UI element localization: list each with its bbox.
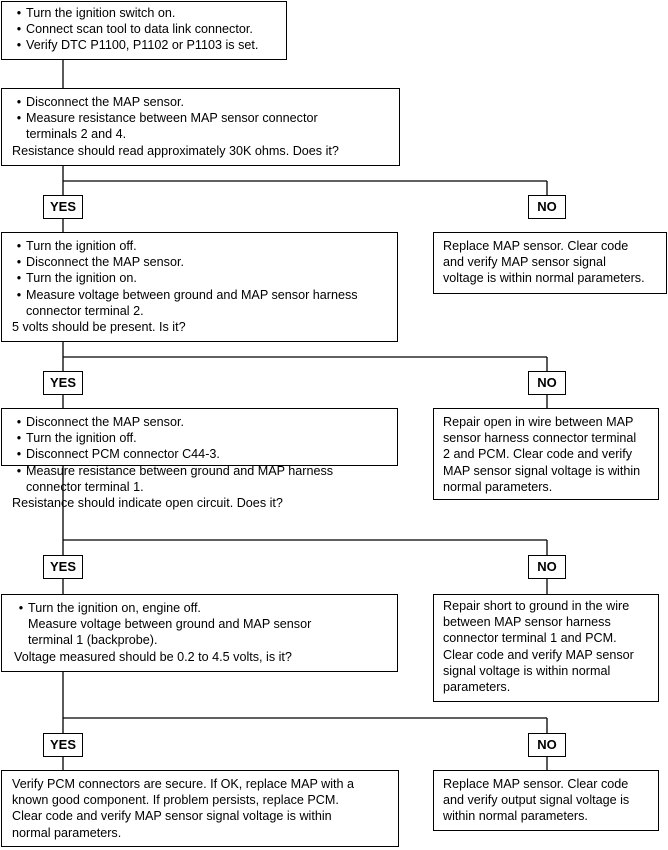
step6-yes-box: Verify PCM connectors are secure. If OK,… [1,770,399,847]
step5-no-line: Repair short to ground in the wire [443,599,630,613]
step4-line: Turn the ignition off. [12,430,397,446]
step4-no-line: MAP sensor signal voltage is within [443,463,641,478]
step4-line: Disconnect PCM connector C44-3. [12,446,397,462]
no-label-1: NO [528,195,566,219]
step3-line: connector terminal 2. [26,303,144,318]
yes-label-4: YES [43,733,83,757]
step5-no-line: connector terminal 1 and PCM. [443,631,617,646]
step3-no-line: and verify MAP sensor signal [443,255,606,270]
step6-yes-line: Verify PCM connectors are secure. If OK,… [12,777,355,791]
step1-box: Turn the ignition switch on.Connect scan… [1,1,287,60]
step4-line: connector terminal 1. [26,479,144,494]
step2-line: Measure resistance between MAP sensor co… [12,110,399,126]
step2-line: Disconnect the MAP sensor. [12,94,399,110]
step5-line: terminal 1 (backprobe). [28,633,158,648]
step6-no-line: Replace MAP sensor. Clear code [443,777,629,791]
step6-no-line: within normal parameters. [443,809,588,824]
step3-line: Disconnect the MAP sensor. [12,254,397,270]
no-label-2: NO [528,371,566,395]
step6-no-box: Replace MAP sensor. Clear code and verify… [433,770,659,831]
step2-box: Disconnect the MAP sensor.Measure resist… [1,88,400,166]
step4-line: Resistance should indicate open circuit.… [12,496,283,511]
step5-no-line: between MAP sensor harness [443,615,611,630]
step5-line: Measure voltage between ground and MAP s… [28,617,312,632]
step3-no-box: Replace MAP sensor. Clear code and verify… [433,232,667,294]
step2-line: Resistance should read approximately 30K… [12,143,339,158]
step1-line: Verify DTC P1100, P1102 or P1103 is set. [12,37,286,53]
step4-no-box: Repair open in wire between MAP sensor ha… [433,408,659,500]
step4-no-line: 2 and PCM. Clear code and verify [443,447,632,462]
yes-label-1: YES [43,195,83,219]
step5-box: Turn the ignition on, engine off.Measure… [1,594,398,672]
step6-yes-line: known good component. If problem persist… [12,793,339,808]
step1-line: Connect scan tool to data link connector… [12,21,286,37]
step5-line: Turn the ignition on, engine off. [14,600,397,616]
step3-line: Turn the ignition off. [12,238,397,254]
step5-no-line: parameters. [443,680,511,695]
step4-line: Disconnect the MAP sensor. [12,414,397,430]
step4-line: Measure resistance between ground and MA… [12,463,397,479]
step2-line: terminals 2 and 4. [26,127,127,142]
step4-no-line: sensor harness connector terminal [443,431,637,446]
step5-no-line: Clear code and verify MAP sensor [443,647,634,662]
step4-no-line: normal parameters. [443,479,553,494]
step6-yes-line: normal parameters. [12,825,122,840]
step5-line: Voltage measured should be 0.2 to 4.5 vo… [14,649,292,664]
step3-line: Measure voltage between ground and MAP s… [12,287,397,303]
step3-no-line: Replace MAP sensor. Clear code [443,239,629,253]
step5-no-box: Repair short to ground in the wire betwee… [433,594,659,702]
step3-box: Turn the ignition off.Disconnect the MAP… [1,232,398,342]
step3-no-line: voltage is within normal parameters. [443,271,645,286]
step3-line: Turn the ignition on. [12,270,397,286]
step6-no-line: and verify output signal voltage is [443,793,630,808]
step4-no-line: Repair open in wire between MAP [443,415,634,429]
step5-no-line: signal voltage is within normal [443,663,611,678]
step4-box: Disconnect the MAP sensor.Turn the ignit… [1,408,398,510]
step3-line: 5 volts should be present. Is it? [12,320,186,335]
no-label-3: NO [528,555,566,579]
yes-label-3: YES [43,555,83,579]
step6-yes-line: Clear code and verify MAP sensor signal … [12,809,332,824]
yes-label-2: YES [43,371,83,395]
no-label-4: NO [528,733,566,757]
step1-line: Turn the ignition switch on. [12,5,286,21]
